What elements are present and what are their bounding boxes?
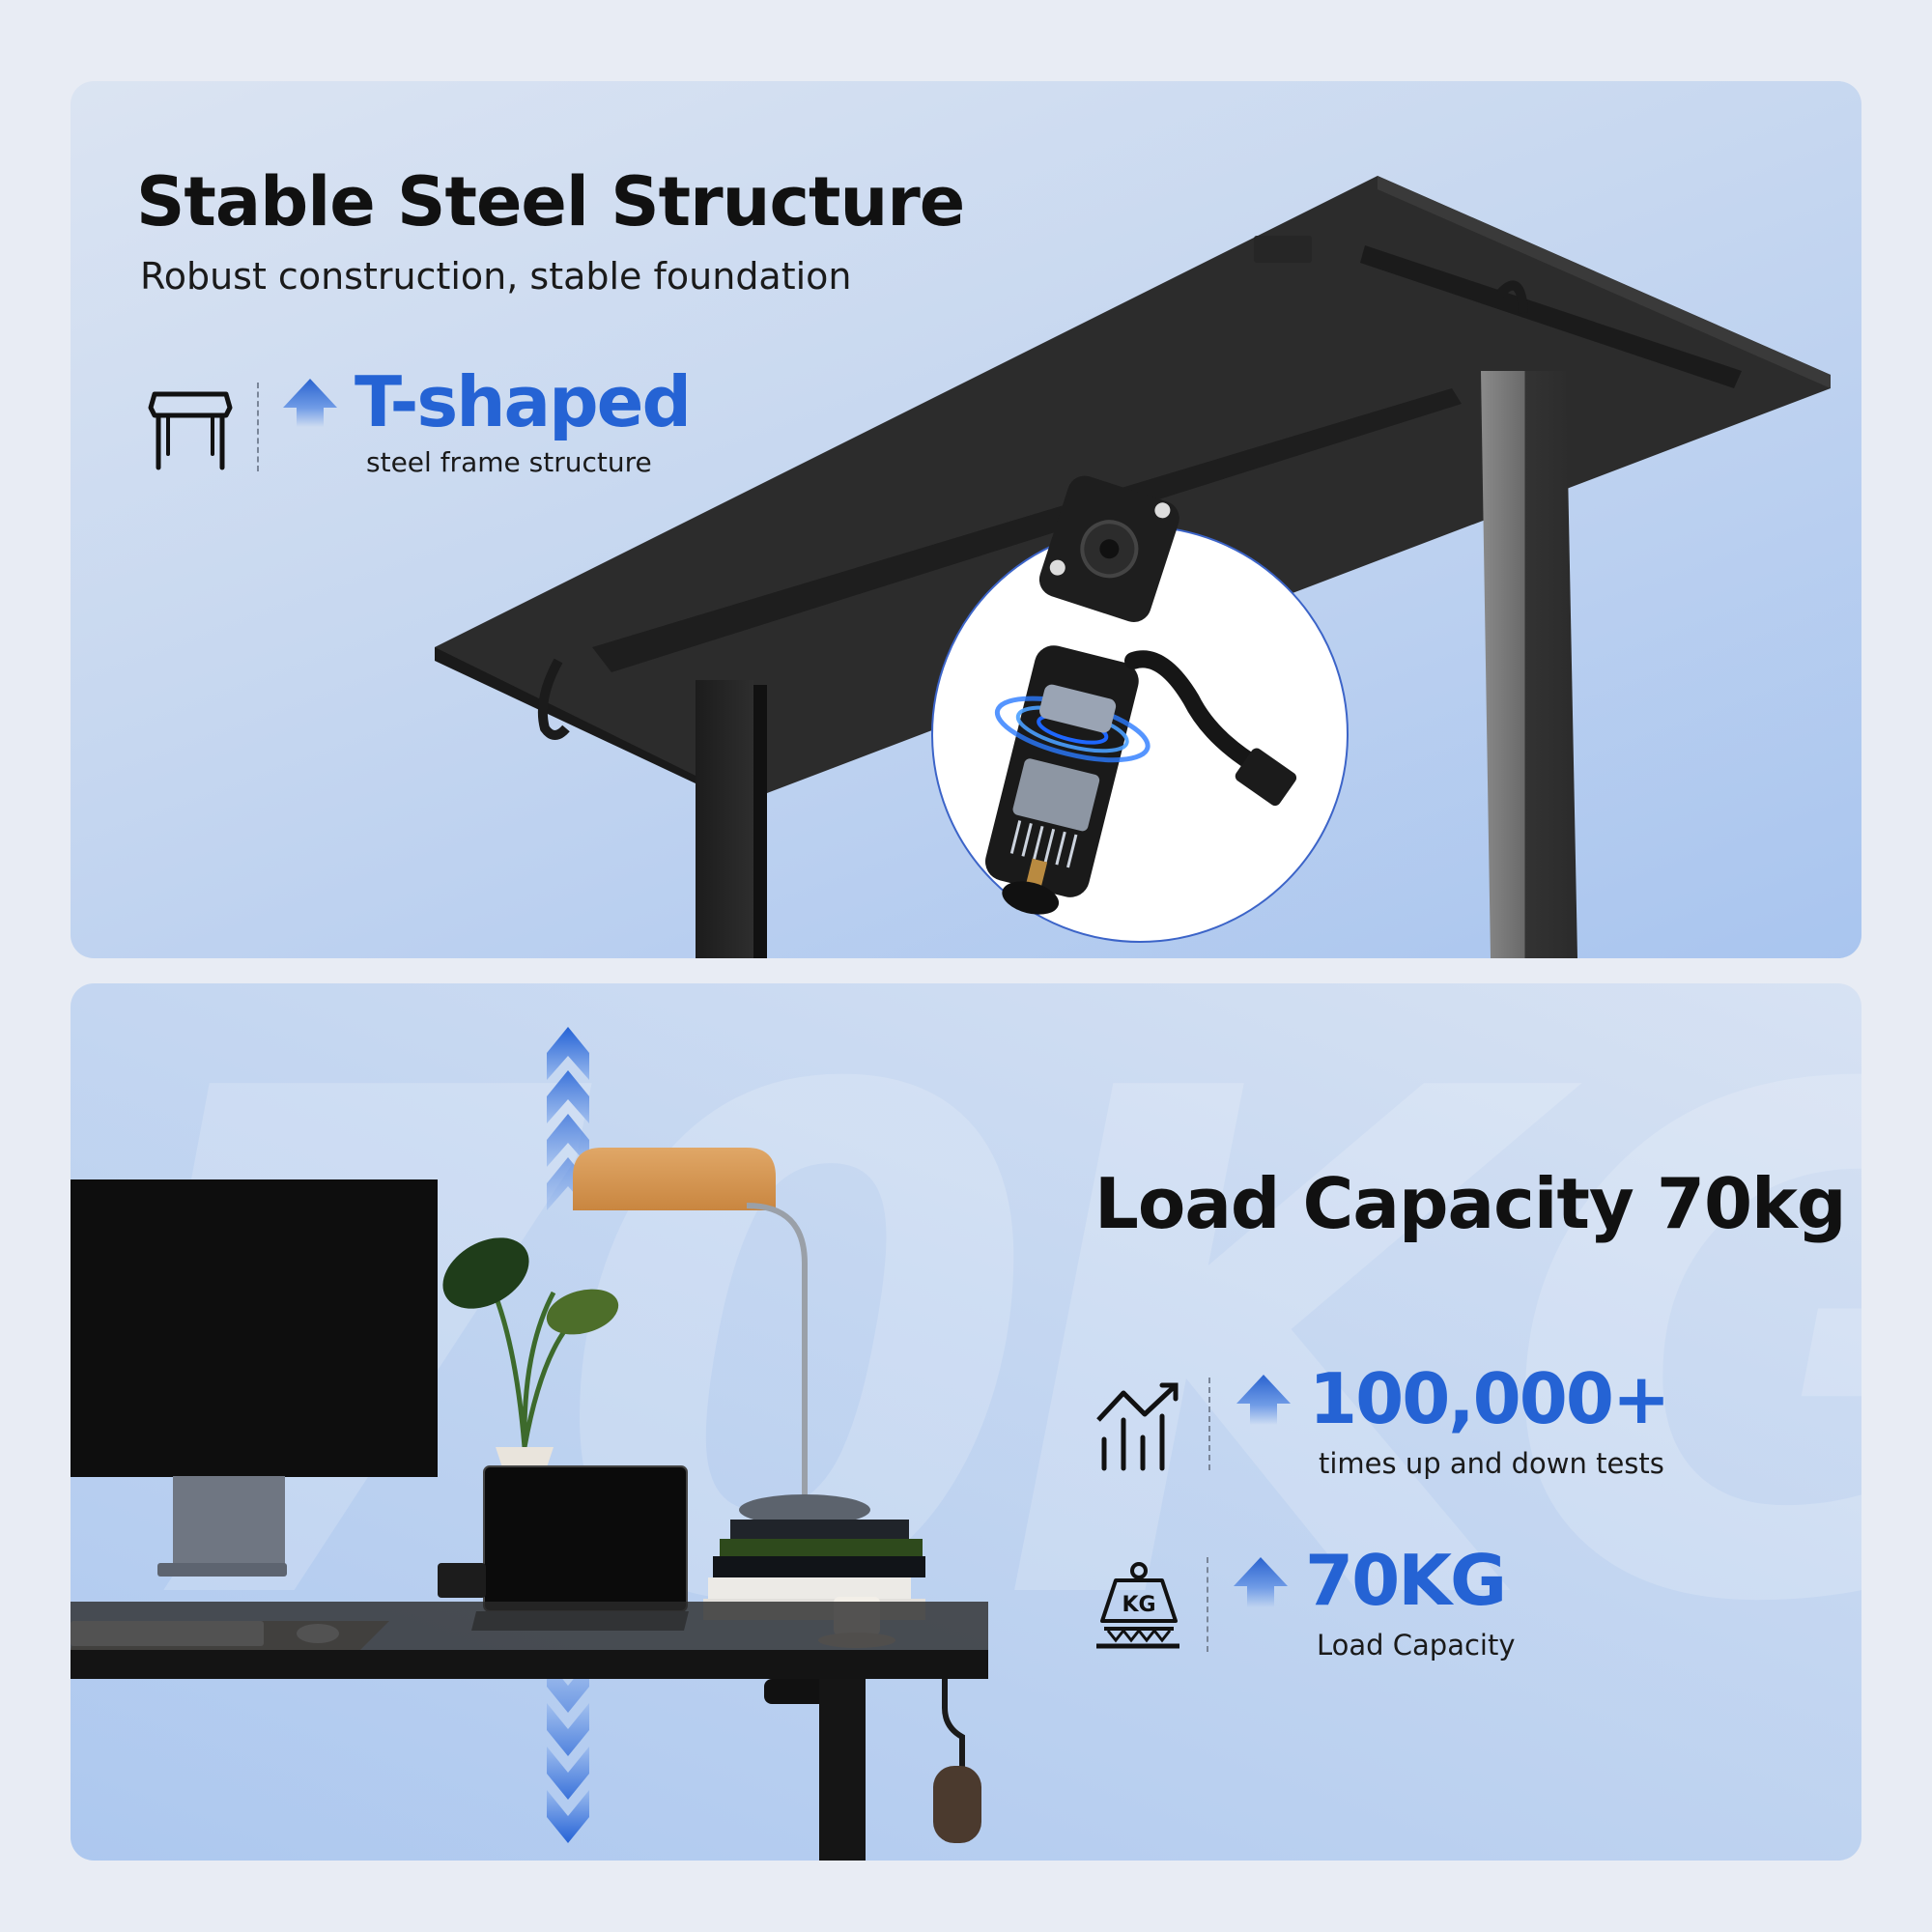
tests-count-value: 100,000+	[1309, 1358, 1670, 1439]
section-title: Stable Steel Structure	[136, 162, 965, 242]
feature-value: T-shaped	[355, 361, 692, 442]
desk-setup-illustration	[71, 1027, 988, 1861]
load-capacity-value: 70KG	[1305, 1540, 1507, 1621]
feature-divider	[257, 383, 259, 471]
kg-weight-icon: KG	[1096, 1562, 1179, 1649]
stable-structure-panel: Stable Steel Structure Robust constructi…	[71, 81, 1861, 958]
load-capacity-label: Load Capacity	[1317, 1629, 1516, 1662]
svg-text:KG: KG	[1122, 1593, 1155, 1617]
feature-divider	[1208, 1378, 1210, 1470]
desk-underside-illustration	[435, 176, 1831, 958]
arrow-up-icon	[1234, 1557, 1288, 1607]
feature-divider	[1207, 1557, 1208, 1652]
trend-chart-icon	[1096, 1382, 1179, 1471]
desk-icon	[148, 391, 233, 470]
section-subtitle: Robust construction, stable foundation	[140, 255, 852, 298]
feature-label: steel frame structure	[366, 446, 652, 478]
arrow-up-icon	[283, 379, 337, 427]
arrow-up-icon	[1236, 1375, 1291, 1425]
tests-count-label: times up and down tests	[1319, 1447, 1664, 1480]
load-capacity-panel: 70KG	[71, 983, 1861, 1861]
section-title: Load Capacity 70kg	[1094, 1163, 1846, 1244]
